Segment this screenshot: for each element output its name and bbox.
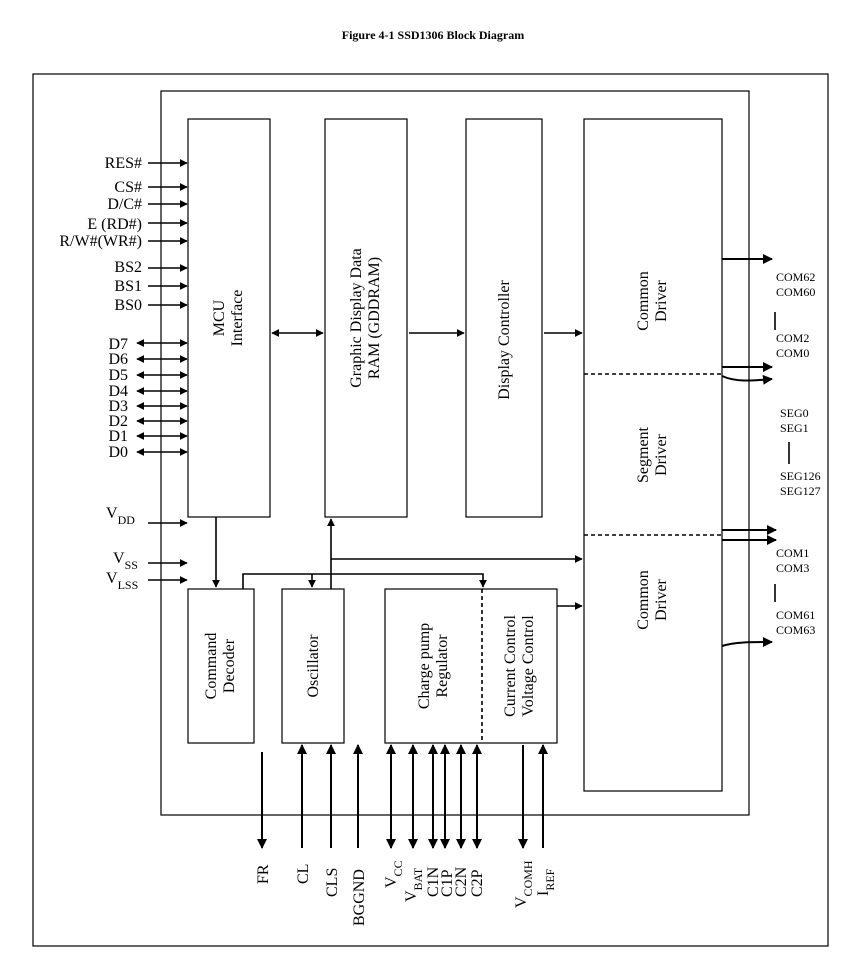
- charge-pump-current-block: [384, 588, 558, 744]
- svg-text:Common: Common: [635, 271, 652, 331]
- current-voltage-label: Current Control Voltage Control: [502, 615, 537, 717]
- out-seg1: SEG1: [780, 421, 809, 435]
- pin-bs2: BS2: [114, 259, 142, 276]
- out-com60: COM60: [776, 285, 815, 299]
- svg-text:Decoder: Decoder: [221, 638, 238, 693]
- pin-d4: D4: [108, 383, 128, 400]
- pin-cls: CLS: [324, 868, 341, 897]
- bottom-pin-arrows: [257, 744, 548, 849]
- out-seg126: SEG126: [780, 469, 821, 483]
- command-decoder-block: [187, 588, 255, 744]
- pin-c1p: C1P: [439, 869, 456, 897]
- pin-fr: FR: [255, 864, 272, 884]
- pin-bggnd: BGGND: [351, 869, 368, 926]
- svg-text:Charge pump: Charge pump: [416, 623, 433, 709]
- svg-text:RAM (GDDRAM): RAM (GDDRAM): [366, 257, 383, 379]
- left-pin-labels: RES# CS# D/C# E (RD#) R/W#(WR#) BS2 BS1 …: [59, 155, 142, 592]
- svg-text:Command: Command: [203, 633, 220, 700]
- pin-vcomh: VCOMH: [513, 860, 535, 908]
- pin-vss: VSS: [113, 550, 138, 572]
- mcu-interface-block: [187, 118, 271, 518]
- display-controller-label: Display Controller: [496, 280, 513, 400]
- pin-c2n: C2N: [453, 866, 470, 897]
- pin-c2p: C2P: [469, 869, 486, 897]
- internal-connections: [212, 329, 583, 610]
- charge-pump-label: Charge pump Regulator: [416, 623, 451, 709]
- gddram-label: Graphic Display Data RAM (GDDRAM): [348, 248, 383, 388]
- display-controller-block: [465, 118, 543, 518]
- pin-vdd: VDD: [106, 505, 135, 527]
- svg-text:Regulator: Regulator: [434, 634, 451, 698]
- pin-res: RES#: [105, 155, 142, 172]
- pin-c1n: C1N: [425, 866, 442, 897]
- pin-d5: D5: [108, 367, 128, 384]
- oscillator-label: Oscillator: [305, 634, 322, 698]
- out-seg0: SEG0: [780, 406, 809, 420]
- svg-text:Oscillator: Oscillator: [305, 634, 322, 698]
- pin-vbat: VBAT: [403, 867, 425, 902]
- svg-text:Segment: Segment: [635, 426, 652, 483]
- driver-column-block: [583, 118, 723, 792]
- svg-text:Graphic Display Data: Graphic Display Data: [348, 248, 365, 388]
- mcu-interface-label: MCU Interface: [211, 290, 246, 347]
- pin-cs: CS#: [114, 179, 142, 196]
- pin-d2: D2: [108, 413, 128, 430]
- pin-vlss: VLSS: [106, 570, 138, 592]
- out-com0: COM0: [776, 346, 809, 360]
- segment-driver-label: Segment Driver: [635, 426, 670, 483]
- pin-d1: D1: [108, 428, 128, 445]
- common-driver-bottom-label: Common Driver: [635, 570, 670, 630]
- pin-iref: IREF: [535, 868, 557, 896]
- svg-text:Voltage Control: Voltage Control: [520, 615, 537, 717]
- pin-d6: D6: [108, 351, 128, 368]
- gddram-block: [324, 118, 408, 518]
- figure-title: Figure 4-1 SSD1306 Block Diagram: [342, 28, 524, 42]
- out-com1: COM1: [776, 546, 809, 560]
- svg-text:Driver: Driver: [653, 433, 670, 475]
- svg-text:Common: Common: [635, 570, 652, 630]
- command-decoder-label: Command Decoder: [203, 633, 238, 700]
- pin-bs0: BS0: [114, 297, 142, 314]
- out-com63: COM63: [776, 623, 815, 637]
- svg-text:MCU: MCU: [211, 299, 228, 336]
- left-input-arrows: [136, 159, 188, 584]
- out-seg127: SEG127: [780, 484, 821, 498]
- oscillator-block: [281, 588, 345, 744]
- svg-text:Driver: Driver: [653, 279, 670, 321]
- out-com61: COM61: [776, 608, 815, 622]
- pin-rw: R/W#(WR#): [59, 233, 142, 250]
- out-com3: COM3: [776, 561, 809, 575]
- out-com2: COM2: [776, 331, 809, 345]
- common-driver-top-label: Common Driver: [635, 271, 670, 331]
- pin-e: E (RD#): [87, 216, 142, 233]
- pin-dc: D/C#: [107, 196, 142, 213]
- pin-cl: CL: [295, 864, 312, 884]
- pin-bs1: BS1: [114, 278, 142, 295]
- bottom-pin-labels: FR CL CLS BGGND VCC VBAT C1N C1P C2N C2P…: [255, 860, 557, 926]
- svg-text:Interface: Interface: [229, 290, 246, 347]
- pin-d0: D0: [108, 444, 128, 461]
- right-output-labels: COM62 COM60 COM2 COM0 SEG0 SEG1 SEG126 S…: [776, 270, 821, 637]
- pin-d3: D3: [108, 398, 128, 415]
- svg-text:Driver: Driver: [653, 578, 670, 620]
- right-output-arrows: [721, 254, 790, 648]
- out-com62: COM62: [776, 270, 815, 284]
- pin-vcc: VCC: [383, 860, 405, 888]
- svg-text:Current Control: Current Control: [502, 615, 519, 717]
- svg-text:Display Controller: Display Controller: [496, 280, 513, 400]
- pin-d7: D7: [108, 336, 128, 353]
